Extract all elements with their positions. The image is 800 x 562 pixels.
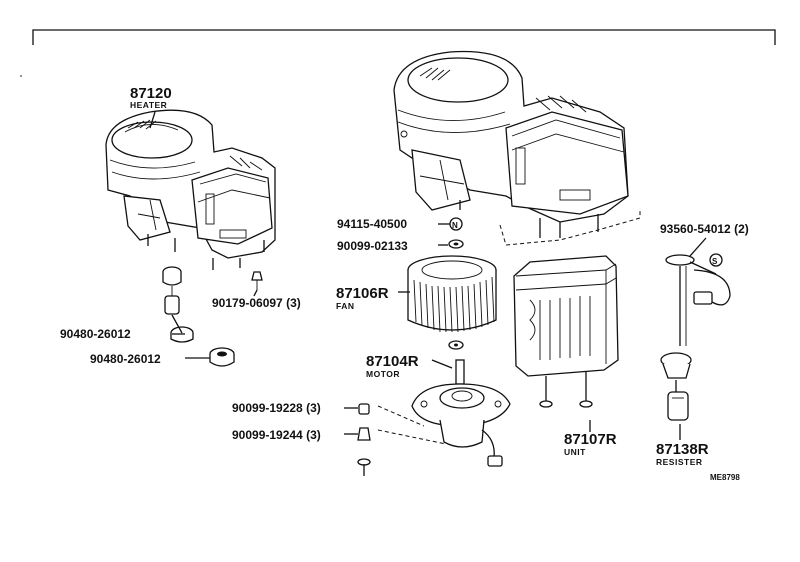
resister-part-name: RESISTER <box>656 457 703 467</box>
fastener-glyphs: N S <box>448 217 723 267</box>
nut-symbol: N <box>452 221 458 230</box>
fastener-90099-19244-label: 90099-19244 (3) <box>232 428 321 442</box>
resister-part-number: 87138R <box>656 441 709 458</box>
motor-drawing <box>357 359 511 476</box>
unit-part-number: 87107R <box>564 431 617 448</box>
fastener-90099-19228-label: 90099-19228 (3) <box>232 401 321 415</box>
fan-drawing <box>407 255 497 350</box>
motor-part-name: MOTOR <box>366 369 400 379</box>
fastener-90179-label: 90179-06097 (3) <box>212 296 301 310</box>
heater-unit-drawing <box>513 255 619 408</box>
frame <box>20 29 776 77</box>
fan-part-name: FAN <box>336 301 355 311</box>
unit-part-name: UNIT <box>564 447 586 457</box>
resister-drawing <box>660 254 731 421</box>
screw-symbol: S <box>712 257 718 266</box>
fastener-94115-label: 94115-40500 <box>337 217 407 231</box>
fastener-93560-label: 93560-54012 (2) <box>660 222 749 236</box>
fastener-90480-b-label: 90480-26012 <box>90 352 161 366</box>
heater-part-name: HEATER <box>130 100 167 110</box>
fan-part-number: 87106R <box>336 285 389 302</box>
labels: 87120 HEATER 94115-40500 90099-02133 935… <box>60 85 749 482</box>
motor-part-number: 87104R <box>366 353 419 370</box>
leader-lines <box>149 111 707 440</box>
heater-assembly-drawing <box>105 109 276 367</box>
fastener-90480-a-label: 90480-26012 <box>60 327 131 341</box>
heater-case-exploded-drawing <box>393 50 641 246</box>
heater-part-number: 87120 <box>130 85 172 102</box>
diagram-code: ME8798 <box>710 473 740 482</box>
fastener-90099-02133-label: 90099-02133 <box>337 239 408 253</box>
